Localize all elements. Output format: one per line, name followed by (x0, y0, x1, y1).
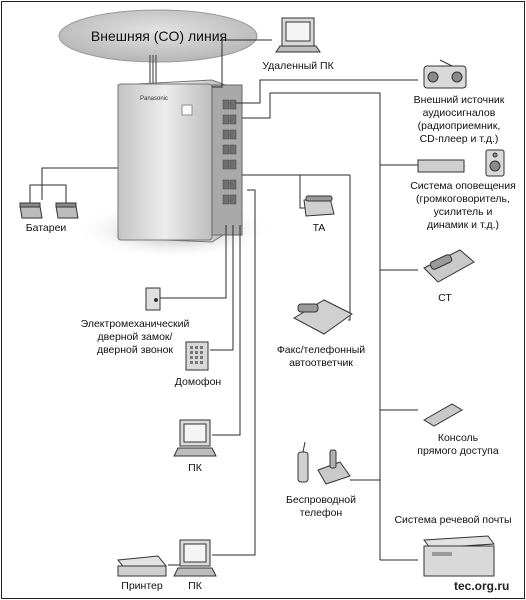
voicemail-label: Система речевой почты (394, 514, 512, 526)
speaker-icon (485, 149, 505, 177)
fax-line: автоответчик (289, 357, 353, 369)
door-line: Электромеханический (80, 318, 190, 330)
audio-source-line: CD-плеер и т.д.) (419, 133, 499, 145)
battery-icon-left (19, 202, 43, 219)
pc2-label: ПК (188, 580, 202, 592)
fax-label: Факс/телефонный автоответчик (266, 344, 376, 370)
printer-label: Принтер (121, 580, 163, 592)
console-line: прямого доступа (417, 445, 499, 457)
st-label: СТ (438, 292, 452, 304)
battery-icon-right (55, 202, 79, 219)
cordless-label: Беспроводной телефон (276, 494, 366, 520)
door-lock-icon (145, 287, 161, 311)
pc-icon-2 (173, 539, 217, 577)
remote-pc-icon (275, 17, 321, 53)
doorphone-label: Домофон (174, 376, 222, 388)
co-line-wires (149, 55, 157, 84)
connection-lines (29, 39, 418, 566)
co-line-cloud (58, 9, 258, 63)
paging-line: динамик и т.д.) (426, 219, 500, 231)
paging-line: (громкоговоритель, (416, 193, 510, 205)
pc-icon-1 (173, 419, 217, 457)
doorphone-icon (185, 341, 209, 371)
fax-icon (292, 299, 353, 335)
remote-pc-label: Удаленный ПК (262, 60, 334, 72)
pbx-brand: Panasonic (140, 96, 168, 102)
fax-line: Факс/телефонный (276, 344, 366, 356)
ta-phone-icon (303, 195, 335, 217)
voicemail-icon (423, 535, 495, 577)
watermark: tec.org.ru (454, 579, 510, 593)
paging-line: Система оповещения (410, 180, 516, 192)
amplifier-icon (417, 159, 466, 173)
printer-icon (117, 555, 167, 577)
cordless-phone-icon (297, 441, 351, 485)
door-label: Электромеханический дверной замок/ дверн… (70, 318, 200, 357)
console-line: Консоль (437, 432, 479, 444)
pbx-unit (117, 79, 243, 243)
pc1-label: ПК (188, 462, 202, 474)
paging-line: усилитель и (433, 206, 493, 218)
radio-icon (423, 59, 467, 89)
audio-source-line: Внешний источник (413, 94, 505, 106)
door-line: дверной звонок (96, 344, 174, 356)
cordless-line: телефон (299, 507, 343, 519)
audio-source-label: Внешний источник аудиосигналов (радиопри… (404, 94, 514, 146)
audio-source-line: (радиоприемник, (417, 120, 501, 132)
batteries-label: Батареи (25, 222, 67, 234)
cordless-line: Беспроводной (285, 494, 357, 506)
door-line: дверной замок/ (97, 331, 173, 343)
console-label: Консоль прямого доступа (410, 432, 506, 458)
st-phone-icon (423, 249, 475, 283)
co-line-label: Внешняя (CO) линия (90, 28, 228, 44)
ta-label: TA (312, 222, 326, 234)
paging-label: Система оповещения (громкоговоритель, ус… (404, 180, 522, 232)
console-icon (423, 403, 463, 427)
audio-source-line: аудиосигналов (422, 107, 496, 119)
